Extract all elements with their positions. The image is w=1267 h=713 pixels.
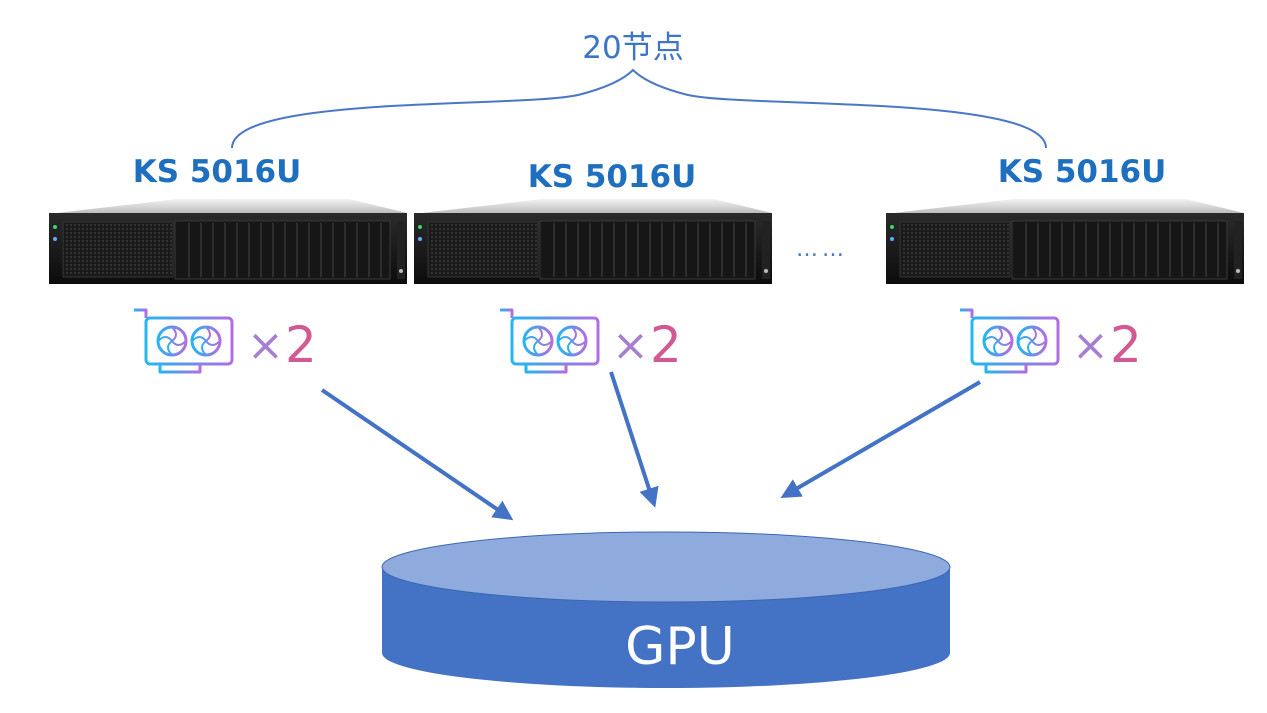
gpu-card-icon xyxy=(134,308,234,374)
more-nodes-ellipsis: …… xyxy=(796,237,848,262)
gpu-pool-label: GPU xyxy=(625,617,735,677)
node-2-to-pool-arrow xyxy=(609,371,659,508)
node-3-to-pool-arrow xyxy=(780,380,982,499)
node-3-gpu-multiplier-symbol: × xyxy=(1072,320,1109,371)
node-1-to-pool-arrow xyxy=(320,388,514,521)
node-3-gpu-count: 2 xyxy=(1110,316,1142,374)
gpu-card-icon xyxy=(960,308,1060,374)
rack-server-icon xyxy=(49,199,407,284)
group-node-count-label: 20节点 xyxy=(582,30,683,66)
rack-server-icon xyxy=(414,199,772,284)
node-1-model-label: KS 5016U xyxy=(133,154,302,190)
rack-server-icon xyxy=(886,199,1244,284)
node-2-gpu-multiplier-symbol: × xyxy=(612,320,649,371)
node-2-gpu-count: 2 xyxy=(650,316,682,374)
node-1-gpu-multiplier-symbol: × xyxy=(247,320,284,371)
node-1-gpu-count: 2 xyxy=(285,316,317,374)
gpu-pool-cylinder xyxy=(381,531,951,688)
node-2-model-label: KS 5016U xyxy=(528,159,697,195)
node-3-model-label: KS 5016U xyxy=(998,154,1167,190)
gpu-card-icon xyxy=(500,308,600,374)
group-brace xyxy=(231,68,1047,149)
